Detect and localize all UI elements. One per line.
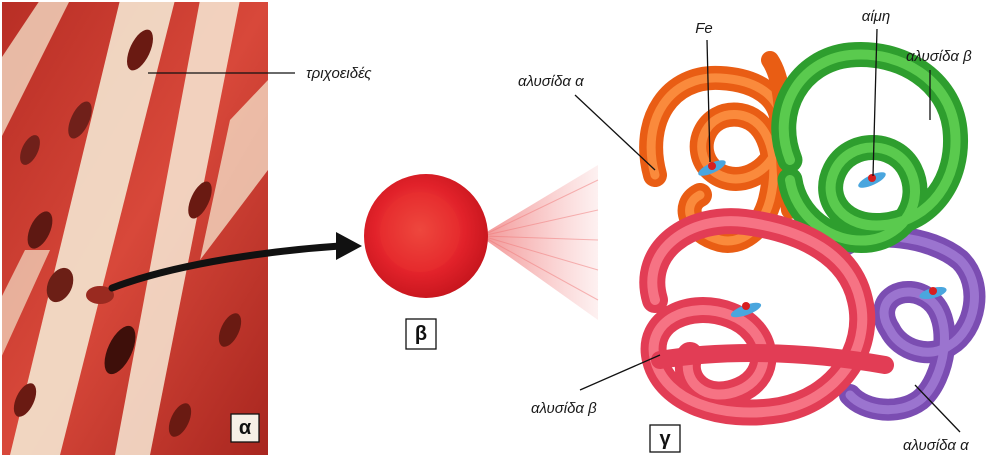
beta-chain-top-label: αλυσίδα β — [906, 48, 972, 65]
beta-chain-bottom-label: αλυσίδα β — [531, 400, 597, 417]
alpha-chain-bottom-label: αλυσίδα α — [903, 437, 969, 454]
panel-alpha-micrograph: α — [0, 0, 268, 455]
heme-group-green — [856, 169, 887, 191]
fe-label: Fe — [695, 20, 713, 37]
heme-label: αίμη — [862, 8, 890, 25]
red-cell-center — [380, 192, 460, 272]
panel-letter-alpha: α — [239, 417, 252, 439]
capillary-label: τριχοειδές — [306, 65, 372, 82]
alpha-chain-top-label: αλυσίδα α — [518, 73, 584, 90]
panel-gamma-hemoglobin: γ — [650, 54, 974, 452]
arrow-head — [336, 232, 362, 260]
panel-letter-beta: β — [415, 323, 427, 345]
panel-letter-gamma: γ — [659, 428, 671, 450]
panel-beta-red-cell: β — [364, 165, 598, 349]
